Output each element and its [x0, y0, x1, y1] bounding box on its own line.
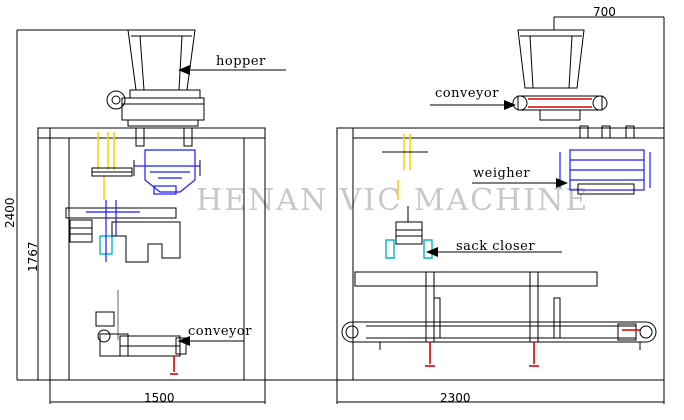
label-sack-closer: sack closer: [456, 239, 535, 254]
left-view: [37, 29, 286, 381]
dim-left-width: 1500: [144, 391, 175, 405]
conveyor-top-arrow-icon: [504, 100, 516, 110]
label-weigher: weigher: [473, 166, 530, 181]
sack-closer-left: [65, 200, 181, 263]
weigher-left: [133, 127, 201, 195]
dim-height-inner: 1767: [26, 241, 40, 272]
conveyor-long: [341, 321, 657, 367]
hopper: [106, 29, 205, 127]
label-conveyor-bottom: conveyor: [188, 324, 252, 339]
label-conveyor-top: conveyor: [435, 86, 499, 101]
conveyor-bottom-arrow-icon: [178, 336, 190, 346]
weigher-right: [559, 125, 651, 195]
hopper-arrow-icon: [178, 65, 190, 75]
sack-closer-arrow-icon: [426, 247, 438, 257]
dim-top-width: 700: [593, 5, 616, 19]
watermark: HENAN VIC MACHINE: [196, 183, 589, 218]
dim-right-width: 2300: [440, 391, 471, 405]
weigher-arrow-icon: [556, 178, 568, 188]
conveyor-top: [512, 95, 608, 121]
sack-closer-right: [385, 206, 433, 259]
hopper-right: [517, 29, 585, 89]
label-hopper: hopper: [216, 54, 266, 69]
dim-height-total: 2400: [3, 197, 17, 228]
conveyor-left: [95, 290, 187, 375]
right-view: [336, 29, 665, 381]
